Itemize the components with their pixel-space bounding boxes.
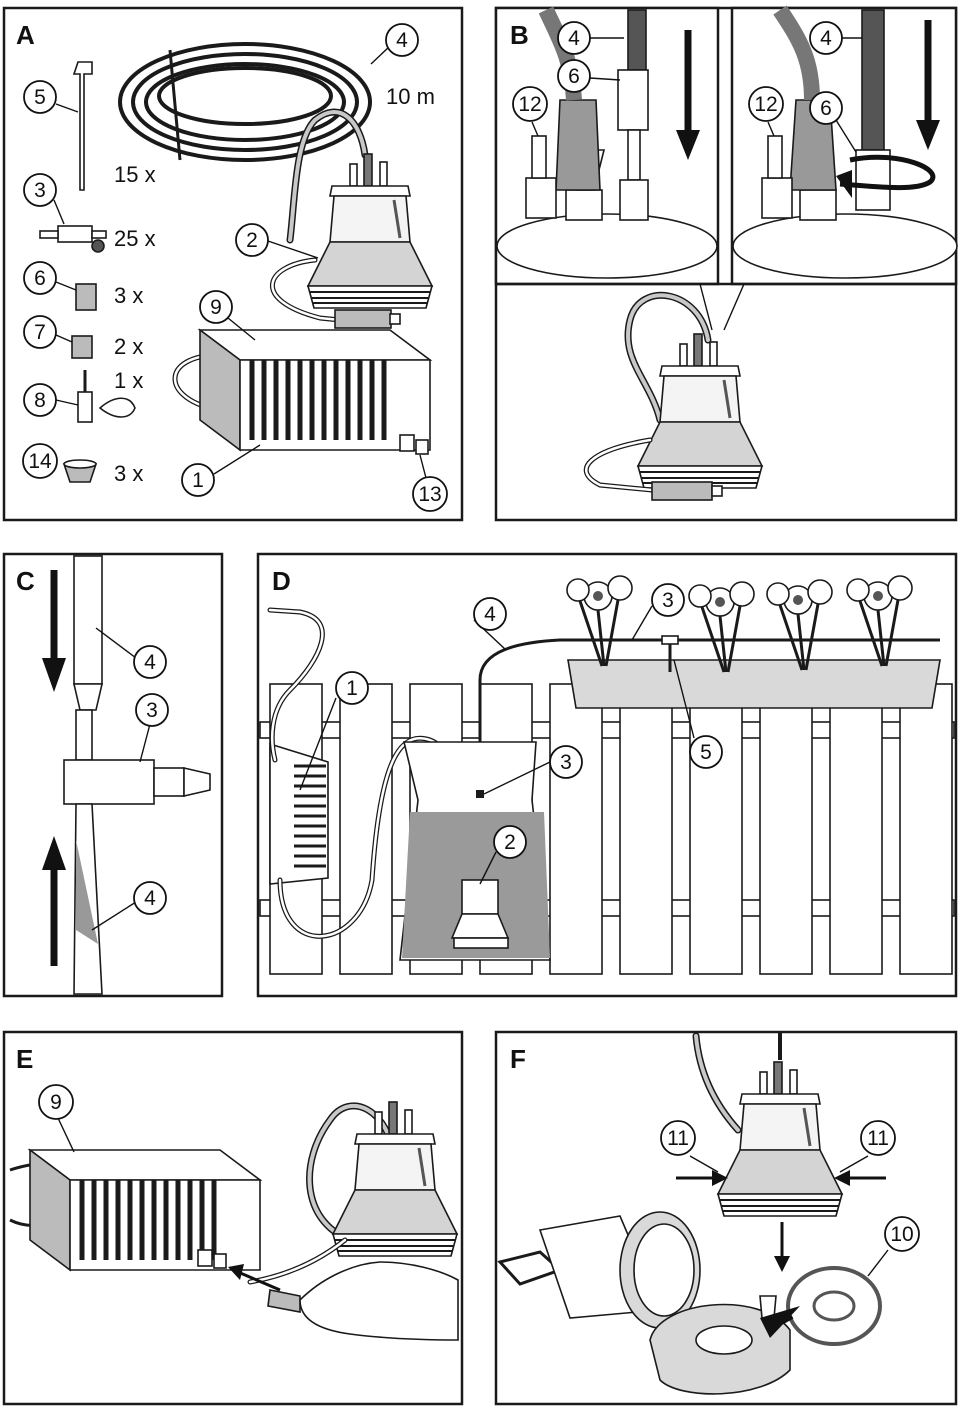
callout-nut-b-left: 6 bbox=[557, 59, 591, 93]
svg-text:9: 9 bbox=[50, 1091, 62, 1114]
detail-tightening bbox=[732, 5, 958, 279]
qty-drip: 25 x bbox=[114, 226, 156, 251]
svg-text:2: 2 bbox=[246, 229, 258, 252]
callout-hose-d: 4 bbox=[473, 597, 507, 631]
transformer-e bbox=[30, 1150, 260, 1270]
qty-stake: 15 x bbox=[114, 162, 156, 187]
callout-transformer-top-e: 9 bbox=[38, 1084, 74, 1120]
callout-hose-a: 4 bbox=[385, 23, 419, 57]
qty-nut: 3 x bbox=[114, 283, 143, 308]
panel-b: B 4 6 12 bbox=[494, 5, 958, 522]
hand bbox=[299, 1261, 459, 1341]
callout-nut-b-right: 6 bbox=[809, 91, 843, 125]
svg-text:4: 4 bbox=[144, 887, 156, 910]
panel-d: D bbox=[256, 552, 958, 998]
callout-socket-a: 13 bbox=[412, 476, 448, 512]
svg-text:3: 3 bbox=[146, 699, 158, 722]
panel-b-label: B bbox=[510, 20, 529, 50]
svg-text:11: 11 bbox=[667, 1127, 689, 1150]
panel-c-label: C bbox=[16, 566, 35, 596]
qty-cap: 2 x bbox=[114, 334, 143, 359]
svg-text:8: 8 bbox=[34, 389, 46, 412]
svg-text:3: 3 bbox=[662, 589, 674, 612]
callout-part-stake: 5 bbox=[23, 80, 57, 114]
svg-text:12: 12 bbox=[754, 93, 777, 116]
callout-drip-d: 3 bbox=[549, 745, 583, 779]
svg-text:7: 7 bbox=[34, 321, 46, 344]
panel-d-label: D bbox=[272, 566, 291, 596]
panel-a: A 10 m 4 2 bbox=[2, 6, 464, 522]
svg-text:14: 14 bbox=[28, 450, 52, 473]
callout-part-filter-cap: 14 bbox=[22, 443, 58, 479]
svg-text:11: 11 bbox=[867, 1127, 889, 1150]
svg-text:4: 4 bbox=[396, 29, 408, 52]
qty-adapter: 1 x bbox=[114, 368, 143, 393]
callout-part-adapter: 8 bbox=[23, 383, 57, 417]
panel-c: C 4 3 4 bbox=[2, 552, 224, 998]
callout-filter-f: 10 bbox=[884, 1216, 920, 1252]
callout-nozzle-b-left: 12 bbox=[512, 86, 548, 122]
qty-filter-cap: 3 x bbox=[114, 461, 143, 486]
svg-text:4: 4 bbox=[568, 27, 580, 50]
callout-part-drip: 3 bbox=[23, 173, 57, 207]
svg-text:1: 1 bbox=[192, 469, 204, 492]
svg-text:5: 5 bbox=[34, 86, 46, 109]
svg-text:4: 4 bbox=[484, 603, 496, 626]
hose-length-label: 10 m bbox=[386, 84, 435, 109]
callout-hose-b-right: 4 bbox=[809, 21, 843, 55]
callout-transformer-top-a: 9 bbox=[199, 290, 233, 324]
svg-text:1: 1 bbox=[346, 677, 358, 700]
panel-e: E 9 bbox=[2, 1030, 464, 1406]
callout-part-cap: 7 bbox=[23, 315, 57, 349]
svg-text:12: 12 bbox=[518, 93, 541, 116]
callout-pump-a: 2 bbox=[235, 223, 269, 257]
svg-text:9: 9 bbox=[210, 296, 222, 319]
callout-nozzle-b-right: 12 bbox=[748, 86, 784, 122]
svg-text:4: 4 bbox=[820, 27, 832, 50]
transformer-a bbox=[200, 330, 430, 450]
panel-a-label: A bbox=[16, 20, 35, 50]
callout-drip-c: 3 bbox=[135, 693, 169, 727]
parts-list: 5 15 x 3 25 x 6 3 x bbox=[22, 61, 156, 486]
callout-part-nut: 6 bbox=[23, 261, 57, 295]
svg-text:3: 3 bbox=[34, 179, 46, 202]
callout-drip-top-d: 3 bbox=[651, 583, 685, 617]
callout-transformer-d: 1 bbox=[335, 671, 369, 705]
svg-text:13: 13 bbox=[418, 483, 441, 506]
callout-hose-b-left: 4 bbox=[557, 21, 591, 55]
svg-text:2: 2 bbox=[504, 831, 516, 854]
svg-text:6: 6 bbox=[568, 65, 580, 88]
hose-coil bbox=[118, 42, 372, 162]
callout-stake-d: 5 bbox=[689, 735, 723, 769]
panel-f: F 11 11 10 bbox=[494, 1030, 958, 1406]
svg-text:10: 10 bbox=[890, 1223, 913, 1246]
callout-release-left-f: 11 bbox=[660, 1120, 696, 1156]
callout-hose-c-bottom: 4 bbox=[133, 881, 167, 915]
callout-release-right-f: 11 bbox=[860, 1120, 896, 1156]
panel-f-label: F bbox=[510, 1044, 526, 1074]
svg-text:5: 5 bbox=[700, 741, 712, 764]
svg-text:6: 6 bbox=[34, 267, 46, 290]
svg-text:3: 3 bbox=[560, 751, 572, 774]
callout-hose-c-top: 4 bbox=[133, 645, 167, 679]
panel-e-label: E bbox=[16, 1044, 33, 1074]
svg-text:6: 6 bbox=[820, 97, 832, 120]
callout-pump-d: 2 bbox=[493, 825, 527, 859]
svg-text:4: 4 bbox=[144, 651, 156, 674]
planter-box bbox=[567, 659, 941, 709]
detail-before-tightening bbox=[496, 6, 718, 279]
callout-transformer-a: 1 bbox=[181, 463, 215, 497]
plug-a bbox=[334, 309, 392, 329]
